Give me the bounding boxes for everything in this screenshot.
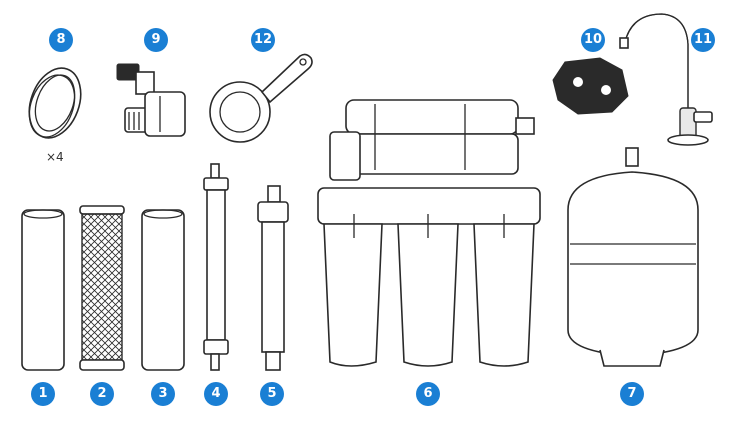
five-stage-filter-system	[317, 99, 541, 367]
storage-tank	[567, 147, 699, 367]
callout-5: 5	[260, 382, 284, 406]
callout-2: 2	[90, 382, 114, 406]
o-ring-gaskets	[28, 67, 82, 139]
feed-ball-valve	[116, 63, 186, 137]
sediment-cartridge	[21, 209, 65, 371]
callout-7: 7	[620, 382, 644, 406]
callout-3: 3	[151, 382, 175, 406]
post-carbon-cartridge	[257, 185, 289, 371]
callout-9: 9	[144, 28, 168, 52]
callout-11: 11	[691, 28, 715, 52]
housing-wrench	[209, 53, 313, 143]
saddle-clamp	[552, 57, 629, 115]
quantity-label: ×4	[46, 150, 64, 164]
drinking-faucet	[619, 13, 713, 146]
callout-1: 1	[31, 382, 55, 406]
callout-8: 8	[49, 28, 73, 52]
post-sediment-cartridge	[141, 209, 185, 371]
callout-6: 6	[416, 382, 440, 406]
callout-10: 10	[581, 28, 605, 52]
ro-membrane	[203, 163, 229, 371]
callout-12: 12	[251, 28, 275, 52]
carbon-block-cartridge	[79, 205, 125, 371]
callout-4: 4	[204, 382, 228, 406]
